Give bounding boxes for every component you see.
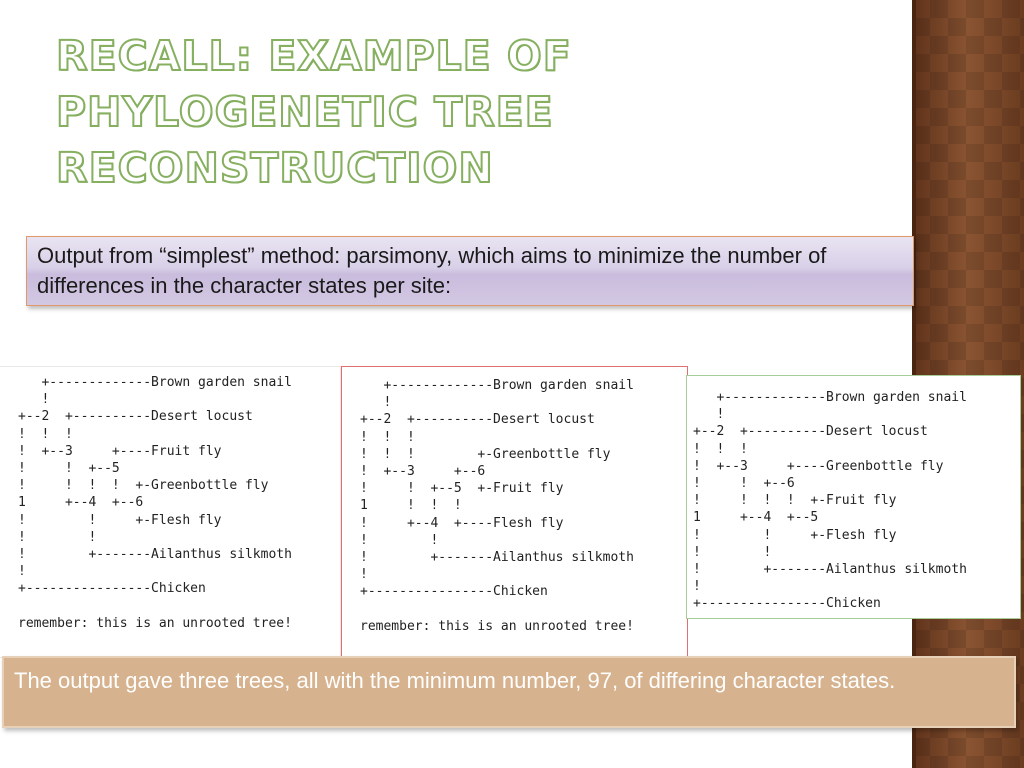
method-callout: Output from “simplest” method: parsimony… [26,236,914,306]
summary-callout: The output gave three trees, all with th… [2,656,1016,728]
tree-3-text: +-------------Brown garden snail ! +--2 … [693,390,967,612]
slide-title: Recall: Example of phylogenetic tree rec… [55,31,572,193]
tree-panel-2: +-------------Brown garden snail ! +--2 … [341,366,688,658]
tree-panel-1: +-------------Brown garden snail ! +--2 … [0,366,341,658]
tree-2-text: +-------------Brown garden snail ! +--2 … [360,378,634,634]
tree-panel-3: +-------------Brown garden snail ! +--2 … [686,375,1021,619]
tree-1-text: +-------------Brown garden snail ! +--2 … [18,375,292,631]
